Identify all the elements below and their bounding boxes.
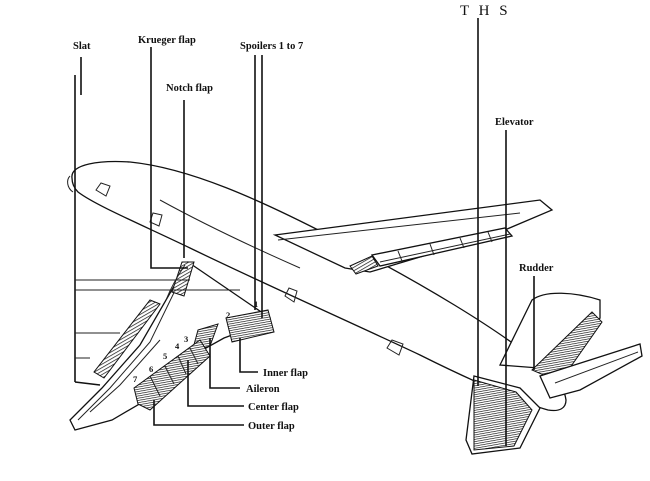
label-rudder: Rudder [519, 263, 554, 274]
horizontal-stabilizer-right [539, 343, 643, 399]
callout-lines [74, 18, 535, 446]
krueger-flap-shape [171, 261, 195, 297]
cabin-window-2 [284, 287, 298, 303]
cabin-window-3 [386, 339, 404, 356]
elevator-shape [473, 379, 533, 451]
label-slat: Slat [73, 41, 91, 52]
fuselage [67, 160, 567, 412]
label-inner-flap: Inner flap [263, 368, 308, 379]
spoiler-number-5: 5 [163, 351, 167, 361]
label-notch-flap: Notch flap [166, 83, 213, 94]
spoiler-number-6: 6 [149, 364, 153, 374]
label-center-flap: Center flap [248, 402, 299, 413]
label-outer-flap: Outer flap [248, 421, 295, 432]
cabin-window-1 [149, 212, 163, 227]
tail [465, 292, 643, 455]
spoiler-panel-outer [133, 339, 211, 411]
spoiler-number-4: 4 [175, 341, 180, 351]
label-ths: T H S [460, 3, 511, 19]
fuselage-windows [95, 182, 404, 356]
label-krueger-flap: Krueger flap [138, 35, 196, 46]
far-wing [272, 199, 554, 275]
label-spoilers: Spoilers 1 to 7 [240, 41, 303, 52]
label-elevator: Elevator [495, 117, 534, 128]
cockpit-window [95, 182, 111, 197]
spoiler-number-3: 3 [184, 334, 188, 344]
spoiler-number-2: 2 [226, 310, 230, 320]
spoiler-number-7: 7 [133, 374, 138, 384]
far-wing-flap-hatch [349, 255, 379, 275]
spoiler-number-1: 1 [254, 299, 258, 309]
label-aileron: Aileron [246, 384, 280, 395]
slat-shape [93, 299, 161, 379]
